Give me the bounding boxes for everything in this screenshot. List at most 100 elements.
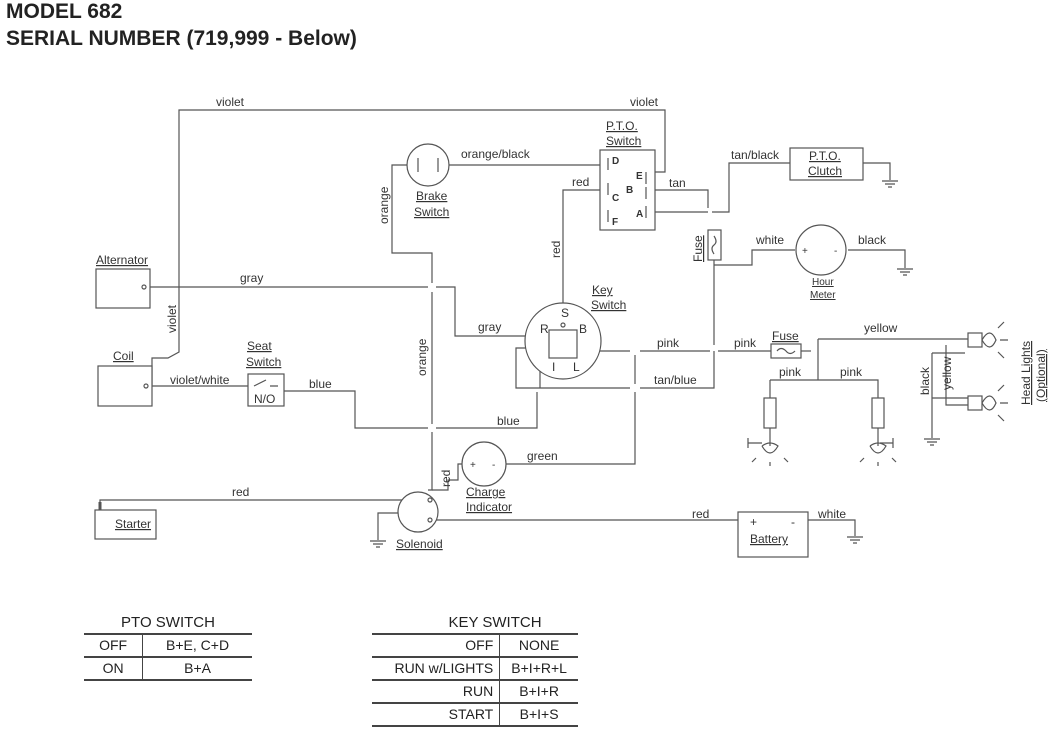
headlight-socket-upper <box>967 332 983 348</box>
wire-label: white <box>755 233 784 247</box>
lamp-socket-left <box>763 397 777 429</box>
tan-wire <box>650 189 709 208</box>
hour-meter-label-2: Meter <box>810 290 836 301</box>
wire-label: yellow <box>864 321 898 335</box>
brake-switch-label-1: Brake <box>416 189 448 203</box>
wire-label: gray <box>478 320 501 334</box>
key-switch-label-2: Switch <box>591 298 626 312</box>
lamp-socket-right <box>871 397 885 429</box>
table-cell: RUN <box>372 680 501 703</box>
tan-blue-wire <box>640 351 715 389</box>
ground-icon <box>370 540 386 548</box>
wire-label: red <box>572 175 589 189</box>
terminal-icon <box>427 497 433 503</box>
table-cell: RUN w/LIGHTS <box>372 657 501 680</box>
black-lights-wire <box>931 352 965 438</box>
seat-switch-box <box>247 373 285 407</box>
key-terminal-r: R <box>540 322 549 336</box>
page-title: MODEL 682 <box>6 0 123 23</box>
pto-terminal-f: F <box>612 217 618 228</box>
wire-label: yellow <box>940 356 954 390</box>
table-cell: OFF <box>372 634 501 657</box>
blue-seat-wire <box>283 390 428 429</box>
head-lights-label-1: Head Lights <box>1019 341 1033 405</box>
red-pto-wire <box>562 189 604 316</box>
table-row: OFF B+E, C+D <box>84 634 252 657</box>
brake-switch-body <box>406 143 450 187</box>
wire-label: blue <box>497 414 520 428</box>
wire-label: violet <box>216 95 245 109</box>
violet-wire <box>178 109 666 286</box>
page-subtitle: SERIAL NUMBER (719,999 - Below) <box>6 27 357 50</box>
fuse-lower-label: Fuse <box>772 329 799 343</box>
key-switch-terminals <box>548 329 578 359</box>
pto-clutch-label-1: P.T.O. <box>809 149 841 163</box>
pto-switch-label-2: Switch <box>606 134 641 148</box>
battery-box <box>737 511 809 558</box>
wire-label: orange/black <box>461 147 531 161</box>
fuse-upper-label: Fuse <box>691 235 705 262</box>
fuse-icon <box>776 347 796 355</box>
ground-symbols <box>370 180 940 548</box>
wire-label: red <box>692 507 709 521</box>
fuse-icon <box>711 235 717 255</box>
key-terminal-s: S <box>561 306 569 320</box>
headlight-icon <box>981 384 1008 422</box>
red-charge-wire <box>432 463 478 491</box>
wire-label: red <box>232 485 249 499</box>
hour-meter-body <box>795 224 847 276</box>
table-cell: NONE <box>518 637 560 653</box>
pto-table-caption: PTO SWITCH <box>121 614 215 631</box>
wire-label: orange <box>415 338 429 376</box>
pto-switch-label-1: P.T.O. <box>606 119 638 133</box>
ground-icon <box>747 438 894 448</box>
table-cell: OFF <box>84 634 144 657</box>
solenoid-label: Solenoid <box>396 537 443 551</box>
terminal-icon <box>560 322 566 328</box>
charge-indicator-label-2: Indicator <box>466 500 512 514</box>
wire-label: red <box>549 241 563 258</box>
key-terminal-i: I <box>552 360 555 374</box>
seat-switch-label-2: Switch <box>246 355 281 369</box>
meter-plus: + <box>802 246 808 257</box>
wire-label: pink <box>840 365 863 379</box>
key-terminal-l: L <box>573 360 580 374</box>
table-cell: START <box>372 703 501 726</box>
charge-minus: - <box>492 460 495 471</box>
starter-box <box>94 509 157 540</box>
wire-label: pink <box>734 336 757 350</box>
pink-split <box>770 379 879 398</box>
wiring-diagram: Alternator Coil N/O Seat Switch Brake Sw… <box>94 95 1048 558</box>
pto-clutch-label-2: Clutch <box>808 164 842 178</box>
hour-meter-label-1: Hour <box>812 277 834 288</box>
wire-label: violet <box>165 304 179 333</box>
seat-switch-state: N/O <box>254 392 275 406</box>
terminal-icon <box>143 383 149 389</box>
charge-indicator-body <box>461 441 507 487</box>
seat-switch-label-1: Seat <box>247 339 272 353</box>
meter-minus: - <box>834 246 837 257</box>
key-switch-table: KEY SWITCH OFF NONE RUN w/LIGHTS B+I+R+L… <box>372 614 578 727</box>
wire-label: gray <box>240 271 263 285</box>
wire-label: black <box>858 233 887 247</box>
violet-coil-wire <box>151 286 180 385</box>
table-cell: B+I+S <box>519 706 559 722</box>
table-cell: B+I+R <box>519 683 559 699</box>
gray-key-wire <box>436 286 528 337</box>
blue-lower-wire <box>436 392 538 429</box>
charge-indicator-label-1: Charge <box>466 485 506 499</box>
wire-label: tan/blue <box>654 373 697 387</box>
tan-black-wire <box>712 162 790 213</box>
lamp-icon <box>859 442 897 466</box>
solenoid-body <box>397 491 439 533</box>
table-cell: B+A <box>184 660 211 676</box>
coil-box <box>97 365 153 407</box>
table-row: OFF NONE <box>372 634 578 657</box>
battery-pos: + <box>750 515 757 529</box>
wire-label: tan/black <box>731 148 780 162</box>
ground-icon <box>897 268 913 276</box>
wire-label: white <box>817 507 846 521</box>
table-cell: B+I+R+L <box>511 660 567 676</box>
pto-terminal-a: A <box>636 209 643 220</box>
headlight-icon <box>981 321 1008 359</box>
